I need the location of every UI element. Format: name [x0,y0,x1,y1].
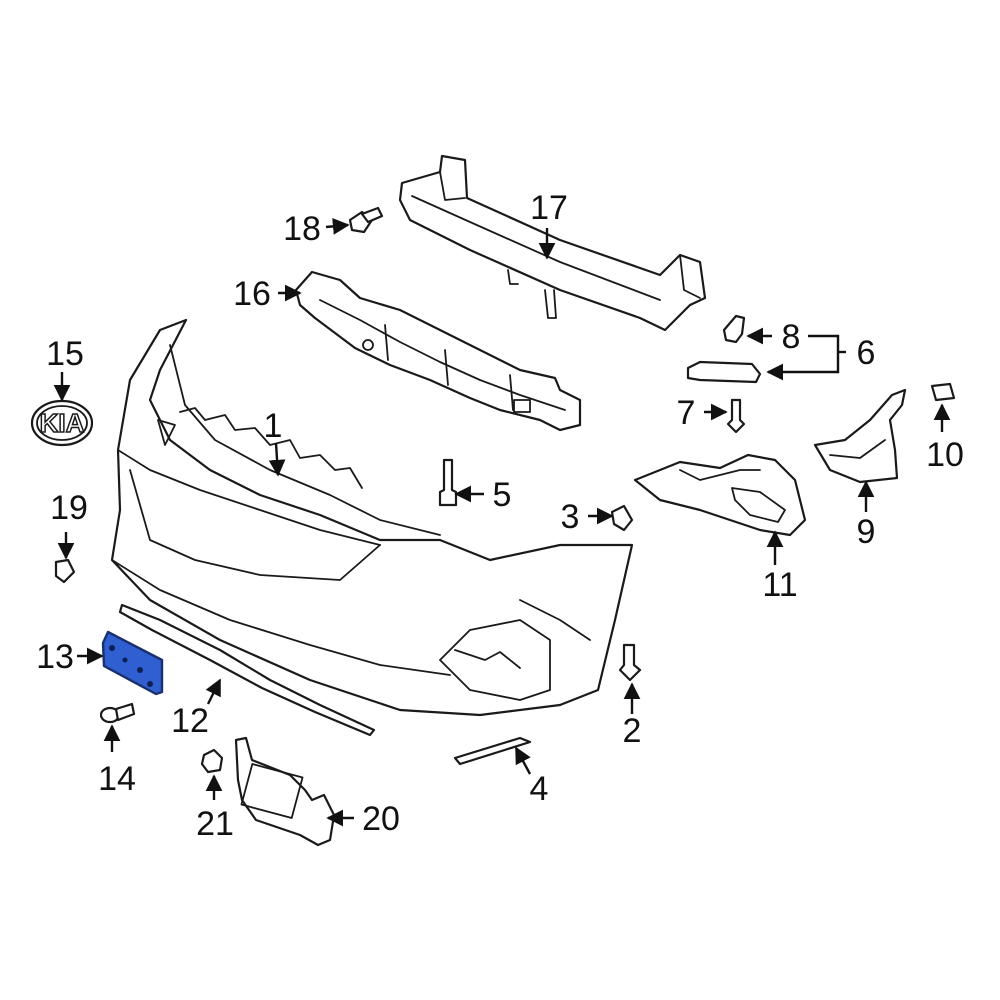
callout-5: 5 [493,476,512,514]
callout-10: 10 [926,436,964,474]
callout-19: 19 [50,489,88,527]
callout-8: 8 [782,318,801,356]
callout-1: 1 [264,407,283,445]
clip-10-part [930,382,956,402]
emblem-part: KIA [30,399,94,447]
callout-labels: 1 2 3 4 5 6 7 8 9 10 11 12 13 14 15 16 1… [36,189,964,843]
clip-8-part [722,314,746,344]
callout-16: 16 [233,275,271,313]
callout-3: 3 [561,498,580,536]
emblem-logo-text: KIA [40,408,85,438]
license-bracket-part [101,630,164,696]
callout-14: 14 [98,760,136,798]
callout-11: 11 [762,566,797,604]
lower-molding-part [118,603,376,737]
bolt-18-part [348,206,384,234]
bumper-cover-part [110,318,634,717]
fog-lamp-bezel-part [633,453,807,537]
callout-17: 17 [530,189,568,227]
energy-absorber-part [294,270,582,432]
screw-7-part [726,398,746,434]
side-bracket-part [813,388,907,484]
bolt-2-part [618,643,642,682]
callout-15: 15 [46,335,84,373]
callout-2: 2 [623,712,642,750]
callout-9: 9 [857,513,876,551]
callout-6: 6 [857,334,876,372]
clip-19-part [54,558,76,584]
callout-7: 7 [677,394,696,432]
sensor-module-part [234,736,336,847]
strip-4-part [453,736,532,766]
clip-5-part [438,458,458,507]
screw-14-part [99,702,136,724]
impact-bar-part [398,154,707,332]
callout-18: 18 [283,210,321,248]
retainer-3-part [610,504,634,532]
callout-20: 20 [362,800,400,838]
callout-12: 12 [171,702,209,740]
nut-21-part [200,748,224,774]
callout-13: 13 [36,638,74,676]
callout-21: 21 [196,805,234,843]
callout-4: 4 [530,770,549,808]
leader-lines [53,218,951,827]
guide-bracket-part [686,360,762,384]
